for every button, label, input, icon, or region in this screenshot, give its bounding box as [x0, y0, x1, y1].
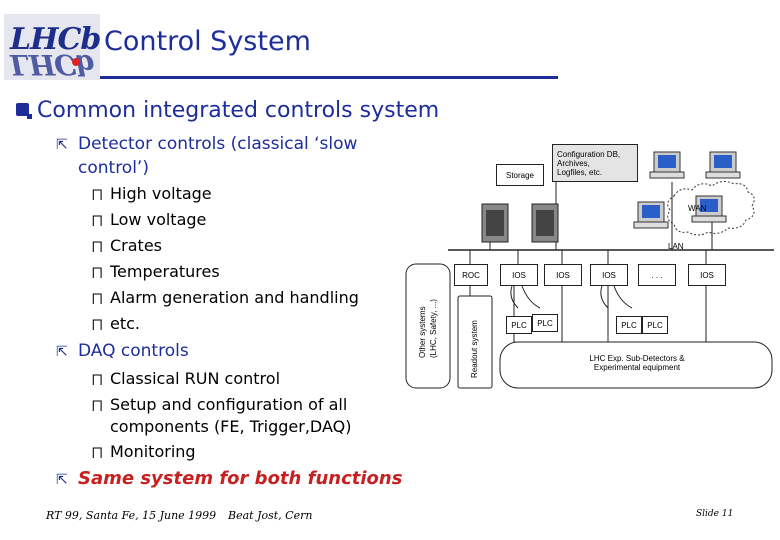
workstation-icon	[633, 201, 669, 229]
readout-system-label: Readout system	[470, 320, 479, 378]
plc-box: PLC	[642, 316, 668, 334]
other-systems-label: Other systems	[418, 306, 427, 358]
title-underline	[100, 76, 558, 79]
plc-box: PLC	[506, 316, 532, 334]
lhcb-logo: LHCb LHCb	[4, 14, 101, 81]
list-item: ⨅High voltage	[92, 184, 212, 203]
roc-box: ROC	[454, 264, 488, 286]
ios-box: IOS	[590, 264, 628, 286]
list-item-cont: components (FE, Trigger,DAQ)	[110, 417, 352, 436]
check-bullet-icon: ⨅	[92, 399, 103, 414]
list-item: ⨅Setup and configuration of all	[92, 395, 348, 414]
server-icon	[531, 203, 559, 243]
footer-author: Beat Jost, Cern	[228, 509, 313, 522]
check-bullet-icon: ⨅	[92, 446, 103, 461]
logo-text: LHCb	[10, 22, 101, 57]
footer-event: RT 99, Santa Fe, 15 June 1999	[46, 509, 217, 522]
check-bullet-icon: ⨅	[92, 266, 103, 281]
check-bullet-icon: ⨅	[92, 240, 103, 255]
logo-dot	[72, 58, 80, 66]
arrow-bullet-icon: ⇱	[56, 137, 68, 153]
square-bullet-icon	[16, 103, 32, 119]
check-bullet-icon: ⨅	[92, 292, 103, 307]
ios-box: IOS	[544, 264, 582, 286]
list-item: ⨅Temperatures	[92, 262, 220, 281]
plc-box: PLC	[532, 314, 558, 332]
slide-number: Slide 11	[696, 509, 734, 519]
arrow-bullet-icon: ⇱	[56, 344, 68, 360]
subdetectors-label: LHC Exp. Sub-Detectors & Experimental eq…	[589, 354, 685, 372]
main-bullet: Common integrated controls system	[16, 98, 439, 123]
control-system-diagram: Storage Configuration DB, Archives, Logf…	[402, 140, 776, 392]
server-icon	[481, 203, 509, 243]
list-item: ⨅Classical RUN control	[92, 369, 281, 388]
check-bullet-icon: ⨅	[92, 318, 103, 333]
workstation-icon	[705, 151, 741, 179]
plc-box: PLC	[616, 316, 642, 334]
check-bullet-icon: ⨅	[92, 214, 103, 229]
list-item: ⨅Crates	[92, 236, 163, 255]
list-item: ⨅Low voltage	[92, 210, 207, 229]
list-item: ⨅Alarm generation and handling	[92, 288, 359, 307]
diagram-lines	[405, 151, 774, 389]
detector-controls-label: ⇱Detector controls (classical ‘slow	[56, 134, 358, 154]
list-item: ⨅etc.	[92, 314, 140, 333]
check-bullet-icon: ⨅	[92, 188, 103, 203]
ios-box: IOS	[688, 264, 726, 286]
daq-controls-label: ⇱DAQ controls	[56, 341, 189, 361]
arrow-bullet-icon: ⇱	[56, 472, 68, 488]
workstation-icon	[691, 195, 727, 223]
check-bullet-icon: ⨅	[92, 373, 103, 388]
storage-box: Storage	[496, 164, 544, 186]
conclusion: ⇱Same system for both functions	[56, 468, 403, 489]
other-systems-sublabel: (LHC, Safety, ...)	[429, 299, 438, 358]
wan-label: WAN	[688, 204, 707, 213]
logo-text-reflection: LHCb	[10, 48, 95, 81]
ios-box: IOS	[500, 264, 538, 286]
detector-controls-label-cont: control’)	[78, 158, 149, 178]
page-title: Control System	[104, 26, 311, 57]
ios-box-ellipsis: . . .	[638, 264, 676, 286]
configuration-db-box: Configuration DB, Archives, Logfiles, et…	[552, 144, 638, 182]
workstation-icon	[649, 151, 685, 179]
list-item: ⨅Monitoring	[92, 442, 196, 461]
lan-label: LAN	[668, 242, 684, 251]
main-bullet-text: Common integrated controls system	[37, 98, 440, 123]
